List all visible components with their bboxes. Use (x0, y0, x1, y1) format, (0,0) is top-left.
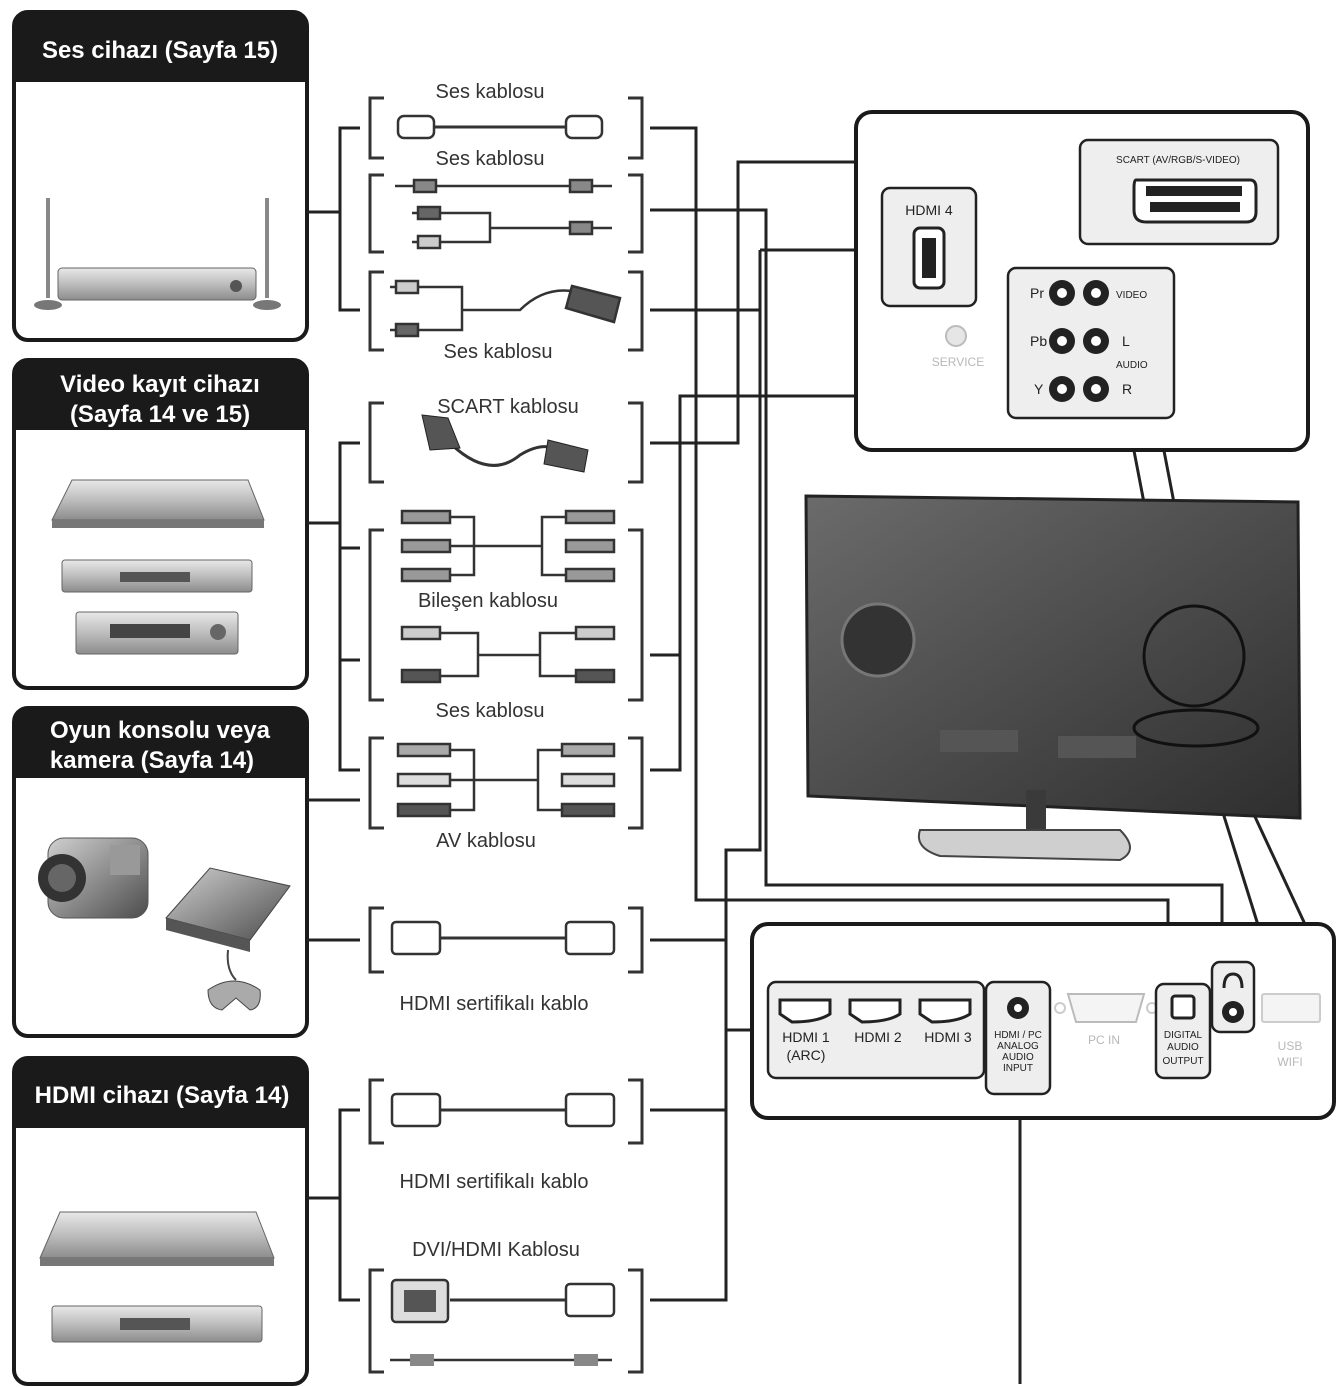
cable-label-dvi-hdmi: DVI/HDMI Kablosu (412, 1239, 580, 1261)
device-video-recorder-title-2: (Sayfa 14 ve 15) (70, 401, 250, 428)
device-audio: Ses cihazı (Sayfa 15) (12, 10, 309, 342)
video-label: VIDEO (1116, 290, 1147, 301)
dvi-hdmi-cable-icon (390, 1278, 616, 1366)
hdmi2-label: HDMI 2 (854, 1029, 902, 1045)
headphone-port (1210, 960, 1256, 1034)
camcorder-icon (38, 837, 149, 919)
cable-label-component: Bileşen kablosu (418, 590, 558, 612)
cable-label-scart: SCART kablosu (437, 396, 579, 418)
usb-label-2: WIFI (1277, 1055, 1302, 1069)
device-video-recorder: Video kayıt cihazı (Sayfa 14 ve 15) (12, 358, 309, 690)
cable-labels: Ses kablosu Ses kablosu Ses kablosu SCAR… (400, 81, 589, 1261)
service-port: SERVICE (932, 325, 984, 369)
pb-label: Pb (1030, 333, 1047, 349)
analog-label-2: ANALOG (997, 1041, 1039, 1052)
device-game-camera: Oyun konsolu veya kamera (Sayfa 14) (12, 706, 309, 1038)
hdmi-1-3-ports: HDMI 1 (ARC) HDMI 2 HDMI 3 (766, 980, 986, 1080)
rca-cable-icon (395, 178, 612, 250)
device-hdmi-title: HDMI cihazı (Sayfa 14) (35, 1082, 290, 1109)
rca-jack-icon (1049, 280, 1109, 402)
tv-bottom-panel: HDMI 1 (ARC) HDMI 2 HDMI 3 HDMI / PC ANA… (750, 922, 1336, 1120)
tv-side-panel: SCART (AV/RGB/S-VIDEO) HDMI 4 SERVICE Pr… (854, 110, 1310, 452)
l-label: L (1122, 333, 1130, 349)
vga-port-icon (1066, 993, 1146, 1023)
tv-rear-icon (804, 494, 1302, 862)
pc-in-port: PC IN (1054, 993, 1158, 1047)
analog-label-1: HDMI / PC (994, 1030, 1042, 1041)
hdmi4-label: HDMI 4 (905, 202, 953, 218)
hdmi-cable-icon-game (390, 920, 616, 956)
component-av-ports: Pr Pb Y VIDEO L AUDIO R (1006, 266, 1176, 420)
digital-label-2: AUDIO (1167, 1042, 1199, 1053)
audio-label: AUDIO (1116, 360, 1148, 371)
cable-label-audio-optical: Ses kablosu (436, 81, 545, 103)
optical-port-icon (1170, 994, 1196, 1020)
hdmi-port-icon (778, 998, 972, 1024)
cable-label-audio-component: Ses kablosu (436, 700, 545, 722)
service-label: SERVICE (932, 355, 984, 369)
optical-cable-icon (396, 114, 604, 140)
scart-port-label: SCART (AV/RGB/S-VIDEO) (1116, 155, 1240, 166)
recorder-devices-icon (51, 479, 265, 655)
headphone-icon (1222, 972, 1244, 989)
pr-label: Pr (1030, 285, 1044, 301)
hdmi1-label-2: (ARC) (787, 1047, 826, 1063)
av-cable-icon (396, 742, 616, 818)
scart-cable-icon (421, 414, 589, 473)
device-audio-title: Ses cihazı (Sayfa 15) (42, 37, 278, 64)
hdmi-cable-icon-device (390, 1092, 616, 1128)
device-video-recorder-title-1: Video kayıt cihazı (60, 371, 260, 398)
hdmi4-port: HDMI 4 (880, 186, 978, 308)
hdmi3-label: HDMI 3 (924, 1029, 972, 1045)
hdmi1-label-1: HDMI 1 (782, 1029, 830, 1045)
cable-label-av: AV kablosu (436, 830, 536, 852)
sound-system-icon (34, 198, 281, 310)
r-label: R (1122, 381, 1132, 397)
bluray-player-icon (39, 1211, 275, 1343)
cable-label-hdmi-game: HDMI sertifikalı kablo (400, 993, 589, 1015)
usb-wifi-port: USB WIFI (1261, 993, 1321, 1069)
device-game-camera-title-2: kamera (Sayfa 14) (50, 747, 254, 774)
analog-label-4: INPUT (1003, 1063, 1033, 1074)
cable-label-audio-rca: Ses kablosu (436, 148, 545, 170)
game-console-icon (165, 867, 291, 1011)
cable-label-audio-scart: Ses kablosu (444, 341, 553, 363)
device-hdmi: HDMI cihazı (Sayfa 14) (12, 1056, 309, 1386)
cable-brackets (368, 96, 644, 1374)
digital-label-1: DIGITAL (1164, 1030, 1203, 1041)
audio-scart-cable-icon (390, 279, 622, 338)
pc-in-label: PC IN (1088, 1033, 1120, 1047)
cable-label-hdmi-device: HDMI sertifikalı kablo (400, 1171, 589, 1193)
scart-port: SCART (AV/RGB/S-VIDEO) (1078, 138, 1280, 246)
usb-port-icon (1261, 993, 1321, 1023)
usb-label-1: USB (1278, 1039, 1303, 1053)
digital-audio-output-port: DIGITAL AUDIO OUTPUT (1154, 982, 1212, 1080)
y-label: Y (1034, 381, 1044, 397)
device-game-camera-title-1: Oyun konsolu veya (50, 717, 271, 744)
digital-label-3: OUTPUT (1162, 1056, 1203, 1067)
cable-drawings (390, 114, 622, 1366)
audio-rca-pair-icon (400, 625, 616, 684)
analog-audio-input-port: HDMI / PC ANALOG AUDIO INPUT (984, 980, 1052, 1096)
component-cable-icon (400, 509, 616, 583)
analog-label-3: AUDIO (1002, 1052, 1034, 1063)
